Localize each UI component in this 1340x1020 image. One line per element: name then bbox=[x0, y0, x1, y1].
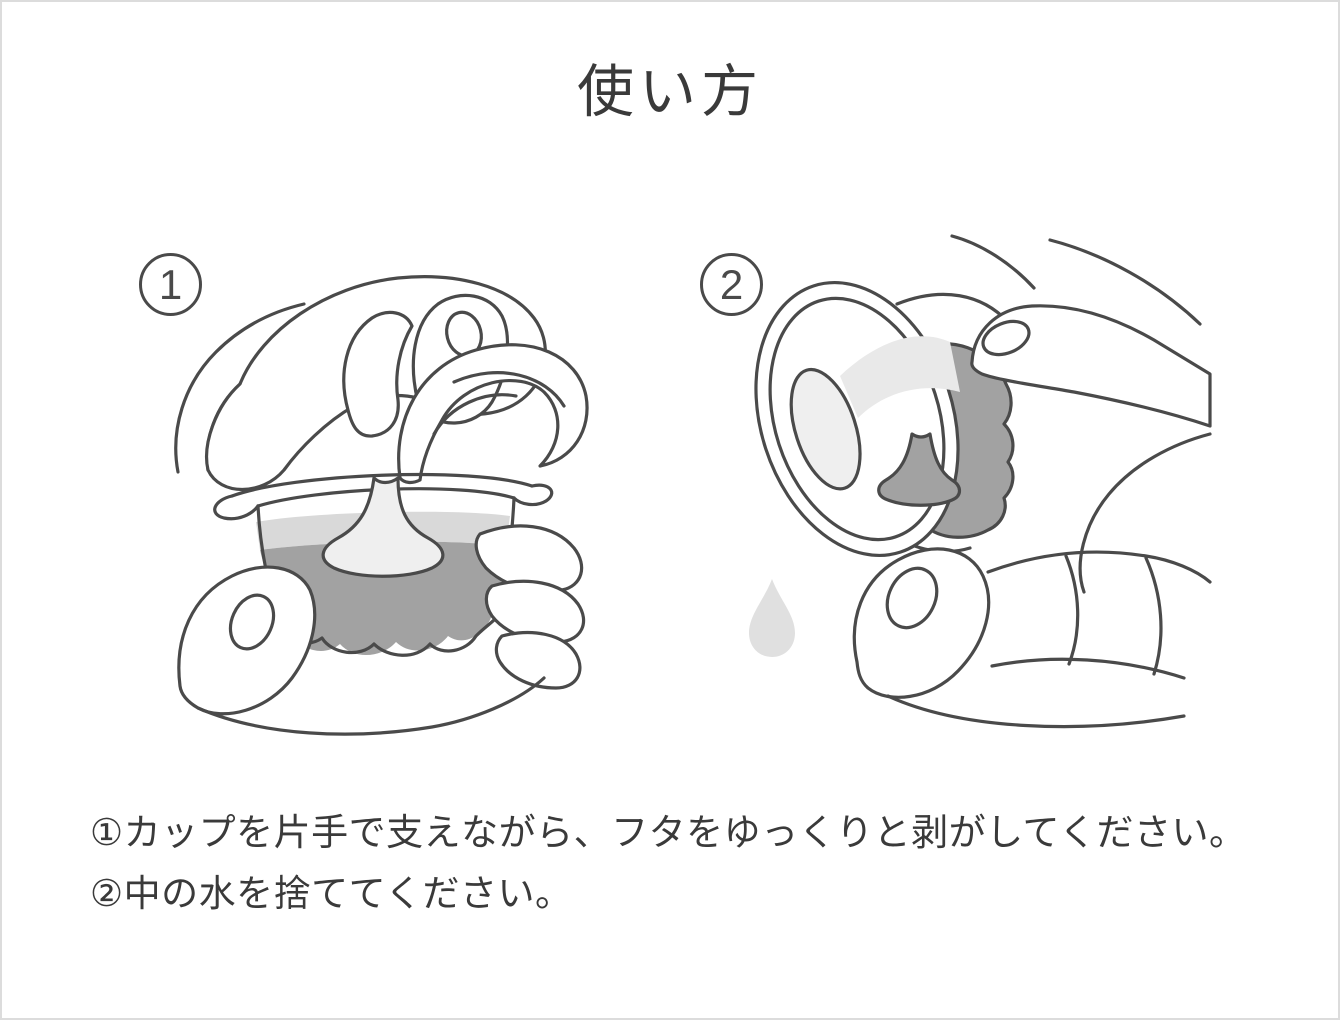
page-title: 使い方 bbox=[577, 60, 763, 124]
step1-caption: ①カップを片手で支えながら、フタをゆっくりと剥がしてください。 bbox=[90, 812, 1247, 853]
pouring-hand bbox=[852, 234, 1212, 729]
thumbnail bbox=[228, 593, 276, 651]
rim-tab-right bbox=[512, 483, 554, 507]
finger-tip bbox=[494, 630, 582, 690]
holding-hand bbox=[177, 524, 585, 736]
fingernail bbox=[981, 319, 1031, 357]
step1-illustration bbox=[174, 275, 589, 736]
liquid bbox=[260, 541, 506, 656]
water-droplet bbox=[749, 579, 795, 657]
hand-edge bbox=[1078, 432, 1212, 594]
palm-edge bbox=[886, 694, 1186, 729]
instructions-text: ①カップを片手で支えながら、フタをゆっくりと剥がしてください。 ②中の水を捨てて… bbox=[90, 802, 1246, 924]
peel-funnel bbox=[321, 476, 445, 578]
center-well bbox=[789, 367, 862, 491]
step2-number: 2 bbox=[719, 260, 744, 308]
interior-shading bbox=[840, 336, 960, 418]
step2-illustration bbox=[749, 234, 1212, 729]
index-finger bbox=[342, 310, 414, 438]
palm-edge bbox=[196, 676, 546, 736]
funnel-column bbox=[877, 432, 962, 507]
step1-number: 1 bbox=[158, 260, 183, 308]
step2-number-badge: 2 bbox=[700, 253, 763, 316]
peeled-lid bbox=[397, 343, 589, 485]
thumb bbox=[177, 565, 317, 716]
rim-inner bbox=[768, 296, 946, 542]
step2-caption: ②中の水を捨ててください。 bbox=[90, 873, 573, 914]
thumbnail bbox=[885, 566, 939, 630]
step1-number-badge: 1 bbox=[139, 253, 202, 316]
index-finger bbox=[970, 304, 1212, 428]
cup-interior bbox=[789, 336, 962, 507]
cup-bottom bbox=[280, 618, 496, 657]
rim-tab-left bbox=[213, 494, 260, 521]
